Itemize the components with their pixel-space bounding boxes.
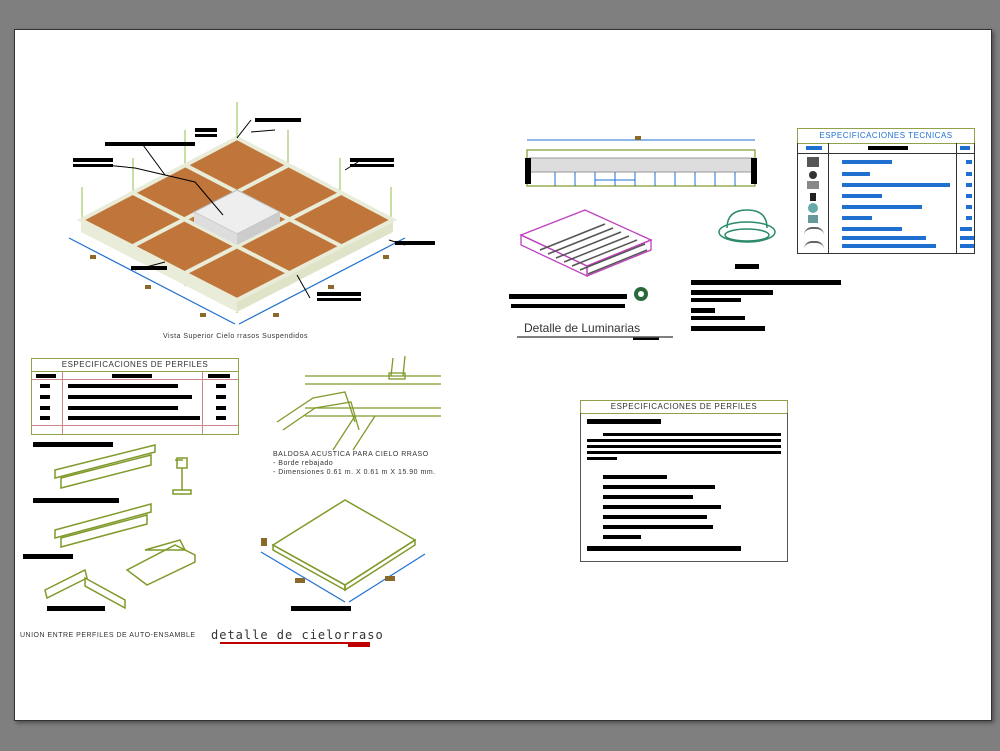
tech-specs-table — [797, 143, 975, 254]
baldosa-line2: - Dimensiones 0.61 m. X 0.61 m X 15.90 m… — [273, 469, 436, 476]
cielorraso-title: detalle de cielorraso — [211, 628, 384, 642]
perfiles-table-title: ESPECIFICACIONES DE PERFILES — [31, 358, 239, 372]
baldosa-title: BALDOSA ACUSTICA PARA CIELO RRASO — [273, 451, 429, 458]
perfiles-table — [31, 371, 239, 435]
baldosa-line1: - Borde rebajado — [273, 460, 334, 467]
perfiles-box — [580, 413, 788, 562]
luminarias-title: Detalle de Luminarias — [524, 321, 641, 335]
profiles-drawing — [23, 442, 196, 611]
tech-specs-title: ESPECIFICACIONES TECNICAS — [797, 128, 975, 144]
cielorraso-underline-block — [348, 642, 370, 647]
luminarias-drawing — [509, 136, 841, 340]
baldosa-section-drawing — [260, 355, 441, 611]
cielorraso-underline — [220, 642, 370, 644]
drawing-sheet: Vista Superior Cielo rrasos Suspendidos … — [14, 29, 992, 721]
perfiles-box-title: ESPECIFICACIONES DE PERFILES — [580, 400, 788, 414]
union-caption: UNION ENTRE PERFILES DE AUTO-ENSAMBLE — [20, 632, 196, 639]
isometric-ceiling-drawing — [68, 102, 435, 325]
iso-caption: Vista Superior Cielo rrasos Suspendidos — [163, 333, 309, 340]
